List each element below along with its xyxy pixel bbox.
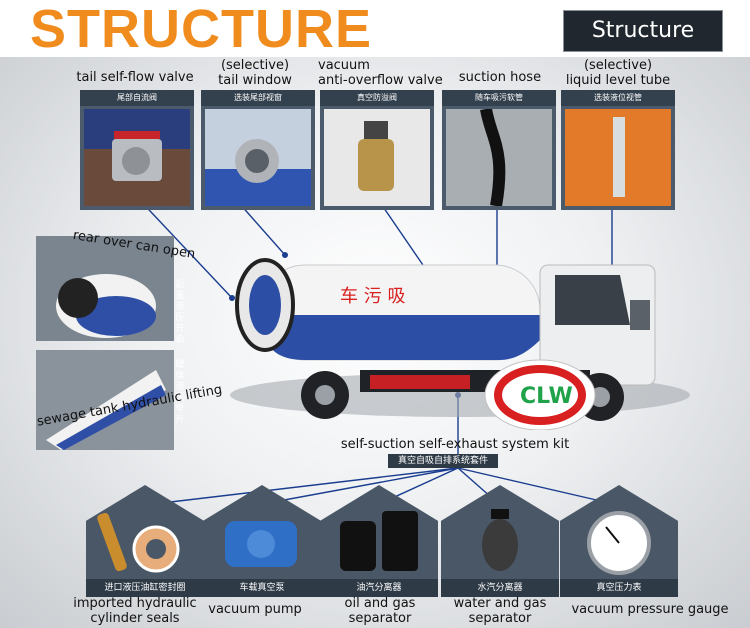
- truck-logo: CLW: [520, 384, 573, 409]
- card-label: 随车吸污软管: [442, 90, 556, 106]
- seals-photo-icon: [97, 512, 180, 573]
- overflow-valve-photo-icon: [324, 109, 430, 206]
- kit-label: 真空自吸自排系统套件: [388, 454, 498, 468]
- tank-text: 车 污 吸: [340, 286, 405, 307]
- card-label: 车载真空泵: [203, 579, 321, 597]
- caption-tail-window: (selective) tail window: [218, 58, 292, 88]
- caption-oil-gas-separator: oil and gas separator: [344, 596, 416, 626]
- window-photo-icon: [205, 109, 311, 206]
- structure-badge-label: Structure: [591, 18, 695, 43]
- caption-self-suction-kit: self-suction self-exhaust system kit: [340, 437, 570, 452]
- structure-badge: Structure: [563, 10, 723, 52]
- oil-separator-photo-icon: [340, 511, 418, 571]
- caption-vacuum-pump: vacuum pump: [208, 602, 302, 617]
- card-label: 选装液位视管: [561, 90, 675, 106]
- caption-anti-overflow-valve: vacuum anti-overflow valve: [318, 58, 443, 88]
- caption-vacuum-pressure-gauge: vacuum pressure gauge: [571, 602, 729, 617]
- caption-liquid-level-tube: (selective) liquid level tube: [565, 58, 671, 88]
- side-card-rear-cover: [36, 236, 174, 341]
- valve-photo-icon: [84, 109, 190, 206]
- side-label-tank-lifting: 罐体液压举升: [175, 360, 185, 425]
- card-suction-hose: 随车吸污软管: [442, 90, 556, 210]
- card-liquid-level-tube: 选装液位视管: [561, 90, 675, 210]
- card-label: 真空防溢阀: [320, 90, 434, 106]
- water-separator-photo-icon: [482, 509, 518, 571]
- card-label: 真空压力表: [560, 579, 678, 597]
- card-label: 油汽分离器: [320, 579, 438, 597]
- pump-photo-icon: [225, 521, 297, 567]
- card-label: 尾部自流阀: [80, 90, 194, 106]
- card-tail-window: 选装尾部视窗: [201, 90, 315, 210]
- card-label: 选装尾部视窗: [201, 90, 315, 106]
- level-tube-photo-icon: [565, 109, 671, 206]
- rear-cover-photo-icon: [36, 236, 174, 341]
- card-tail-self-flow-valve: 尾部自流阀: [80, 90, 194, 210]
- card-anti-overflow-valve: 真空防溢阀: [320, 90, 434, 210]
- side-label-rear-cover: 后盖液压开启: [175, 280, 185, 345]
- gauge-photo-icon: [587, 511, 651, 575]
- page-title: STRUCTURE: [30, 0, 372, 59]
- caption-tail-self-flow-valve: tail self-flow valve: [76, 70, 194, 85]
- caption-hydraulic-seals: imported hydraulic cylinder seals: [73, 596, 197, 626]
- card-label: 水汽分离器: [441, 579, 559, 597]
- tank-lifting-photo-icon: [36, 350, 174, 450]
- card-label: 进口液压油缸密封圈: [86, 579, 204, 597]
- side-card-tank-lifting: [36, 350, 174, 450]
- caption-suction-hose: suction hose: [458, 70, 542, 85]
- truck-image: 车 污 吸 CLW: [230, 258, 690, 430]
- caption-water-gas-separator: water and gas separator: [453, 596, 547, 626]
- hose-photo-icon: [446, 109, 552, 206]
